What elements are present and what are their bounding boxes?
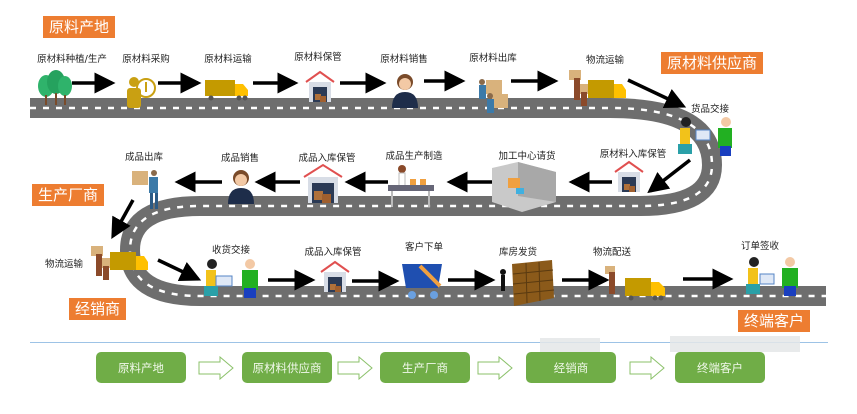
- warehouse-icon: [303, 163, 343, 203]
- step-label: 订单签收: [740, 241, 780, 252]
- flow-arrow: [627, 78, 687, 109]
- flow-box-raw-supplier: 原材料供应商: [242, 352, 332, 383]
- step-label: 原材料出库: [469, 53, 517, 64]
- step-label: 库房发货: [498, 247, 538, 258]
- hollow-arrow-icon: [629, 356, 665, 380]
- step-label: 原材料运输: [204, 54, 252, 65]
- worker-boxes-icon: [132, 170, 158, 209]
- step-label: 成品入库保管: [298, 153, 356, 164]
- truck-icon: [205, 80, 248, 101]
- processing-center-icon: [492, 162, 556, 212]
- stage-tag-distributor: 经销商: [69, 298, 127, 320]
- hollow-arrow-icon: [477, 356, 513, 380]
- movers-truck-icon: [91, 246, 148, 280]
- step-label: 原材料采购: [122, 54, 170, 65]
- step-label: 原材料种植/生产: [37, 54, 107, 65]
- step-label: 加工中心请货: [498, 151, 556, 162]
- watermark-blur: [670, 336, 800, 352]
- flow-box-raw-origin: 原料产地: [96, 352, 186, 383]
- handover-icon: [678, 117, 732, 156]
- step-label: 货品交接: [690, 104, 730, 115]
- watermark-blur: [540, 338, 600, 352]
- trees-icon: [38, 70, 72, 105]
- flow-arrow: [157, 258, 202, 281]
- receipt-handover-icon: [204, 259, 258, 298]
- step-label: 物流运输: [585, 55, 625, 66]
- movers-truck-icon: [569, 70, 626, 106]
- flow-arrow: [111, 199, 135, 240]
- step-label: 原材料保管: [294, 52, 342, 63]
- step-label: 原材料入库保管: [599, 149, 667, 160]
- delivery-truck-icon: [605, 266, 665, 301]
- flow-arrow: [647, 158, 692, 194]
- sales-agent-icon: [228, 170, 254, 204]
- road-lane-markings: [30, 106, 826, 298]
- production-line-icon: [388, 165, 434, 207]
- hollow-arrow-icon: [337, 356, 373, 380]
- sales-agent-icon: [392, 74, 418, 108]
- step-label: 成品出库: [124, 152, 164, 163]
- divider-line: [30, 342, 828, 343]
- purchase-person-icon: [127, 77, 156, 108]
- step-label: 客户下单: [404, 242, 444, 253]
- step-label: 物流配送: [592, 247, 632, 258]
- step-label: 成品销售: [220, 153, 260, 164]
- shelf-dispatch-icon: [500, 260, 555, 306]
- stage-tag-end-customer: 终端客户: [738, 310, 811, 332]
- workers-cart-icon: [479, 79, 508, 113]
- flow-box-manufacturer: 生产厂商: [380, 352, 470, 383]
- flow-box-distributor: 经销商: [526, 352, 616, 383]
- step-label: 原材料销售: [380, 54, 428, 65]
- step-label: 收货交接: [211, 245, 251, 256]
- stage-tag-manufacturer: 生产厂商: [32, 184, 105, 206]
- order-signing-icon: [746, 257, 798, 296]
- warehouse-icon: [305, 70, 335, 102]
- stage-tag-raw-supplier: 原材料供应商: [661, 52, 764, 74]
- flow-box-end-customer: 终端客户: [675, 352, 765, 383]
- warehouse-icon: [320, 260, 350, 292]
- stage-tag-raw-origin: 原料产地: [43, 16, 116, 38]
- hollow-arrow-icon: [198, 356, 234, 380]
- step-label: 物流运输: [44, 259, 84, 270]
- step-label: 成品生产制造: [385, 151, 443, 162]
- warehouse-icon: [614, 160, 644, 192]
- shopping-cart-icon: [402, 264, 442, 299]
- step-label: 成品入库保管: [304, 247, 362, 258]
